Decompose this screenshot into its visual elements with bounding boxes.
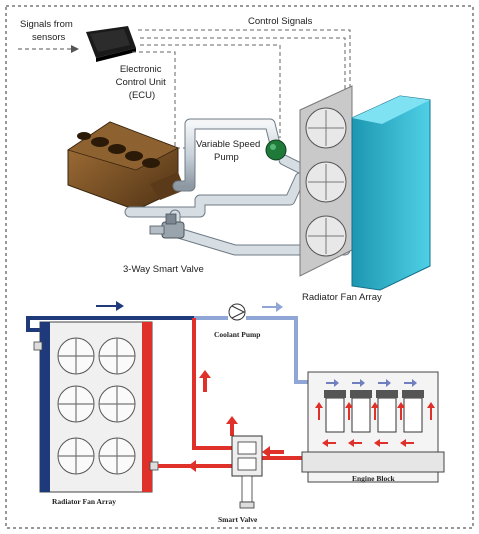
outer-border bbox=[5, 5, 474, 529]
engine-block-3d bbox=[67, 121, 185, 211]
engine-blue-arrows bbox=[326, 379, 417, 387]
engine-cylinders bbox=[325, 397, 423, 433]
radiator-fan-array-3d bbox=[299, 85, 431, 291]
engine-block-label: Engine Block bbox=[352, 474, 396, 483]
pump-flow-arrow bbox=[262, 302, 283, 312]
engine-red-arrows bbox=[315, 402, 435, 447]
control-signals-label: Control Signals bbox=[248, 16, 313, 27]
radiator-fan-array-label: Radiator Fan Array bbox=[52, 497, 116, 506]
ecu-icon bbox=[86, 26, 136, 62]
pump-label: Variable Speed Pump bbox=[196, 139, 263, 163]
control-signal-lines bbox=[132, 29, 351, 149]
variable-speed-pump-icon bbox=[265, 139, 287, 161]
hot-flow-arrows bbox=[188, 370, 284, 472]
pump-outlet-line bbox=[246, 316, 308, 384]
coolant-pump-label: Coolant Pump bbox=[214, 330, 260, 339]
top-diagram: Signals from sensors Electronic Control … bbox=[18, 16, 431, 303]
engine-block-schematic bbox=[301, 371, 445, 483]
valve-label: 3-Way Smart Valve bbox=[123, 264, 204, 275]
cold-return-line bbox=[26, 316, 194, 332]
coolant-pump-icon bbox=[228, 303, 246, 321]
smart-valve-label: Smart Valve bbox=[218, 515, 258, 524]
fan-array-label: Radiator Fan Array bbox=[302, 292, 382, 303]
bottom-radiator bbox=[33, 321, 159, 493]
cold-flow-arrow bbox=[96, 301, 124, 311]
signals-from-sensors-label: Signals from sensors bbox=[20, 19, 75, 43]
bottom-diagram: Coolant Pump Radiator Fan Array bbox=[26, 301, 445, 524]
ecu-label: Electronic Control Unit (ECU) bbox=[116, 64, 169, 101]
three-way-valve-icon bbox=[149, 213, 185, 239]
smart-valve-icon bbox=[231, 435, 263, 509]
